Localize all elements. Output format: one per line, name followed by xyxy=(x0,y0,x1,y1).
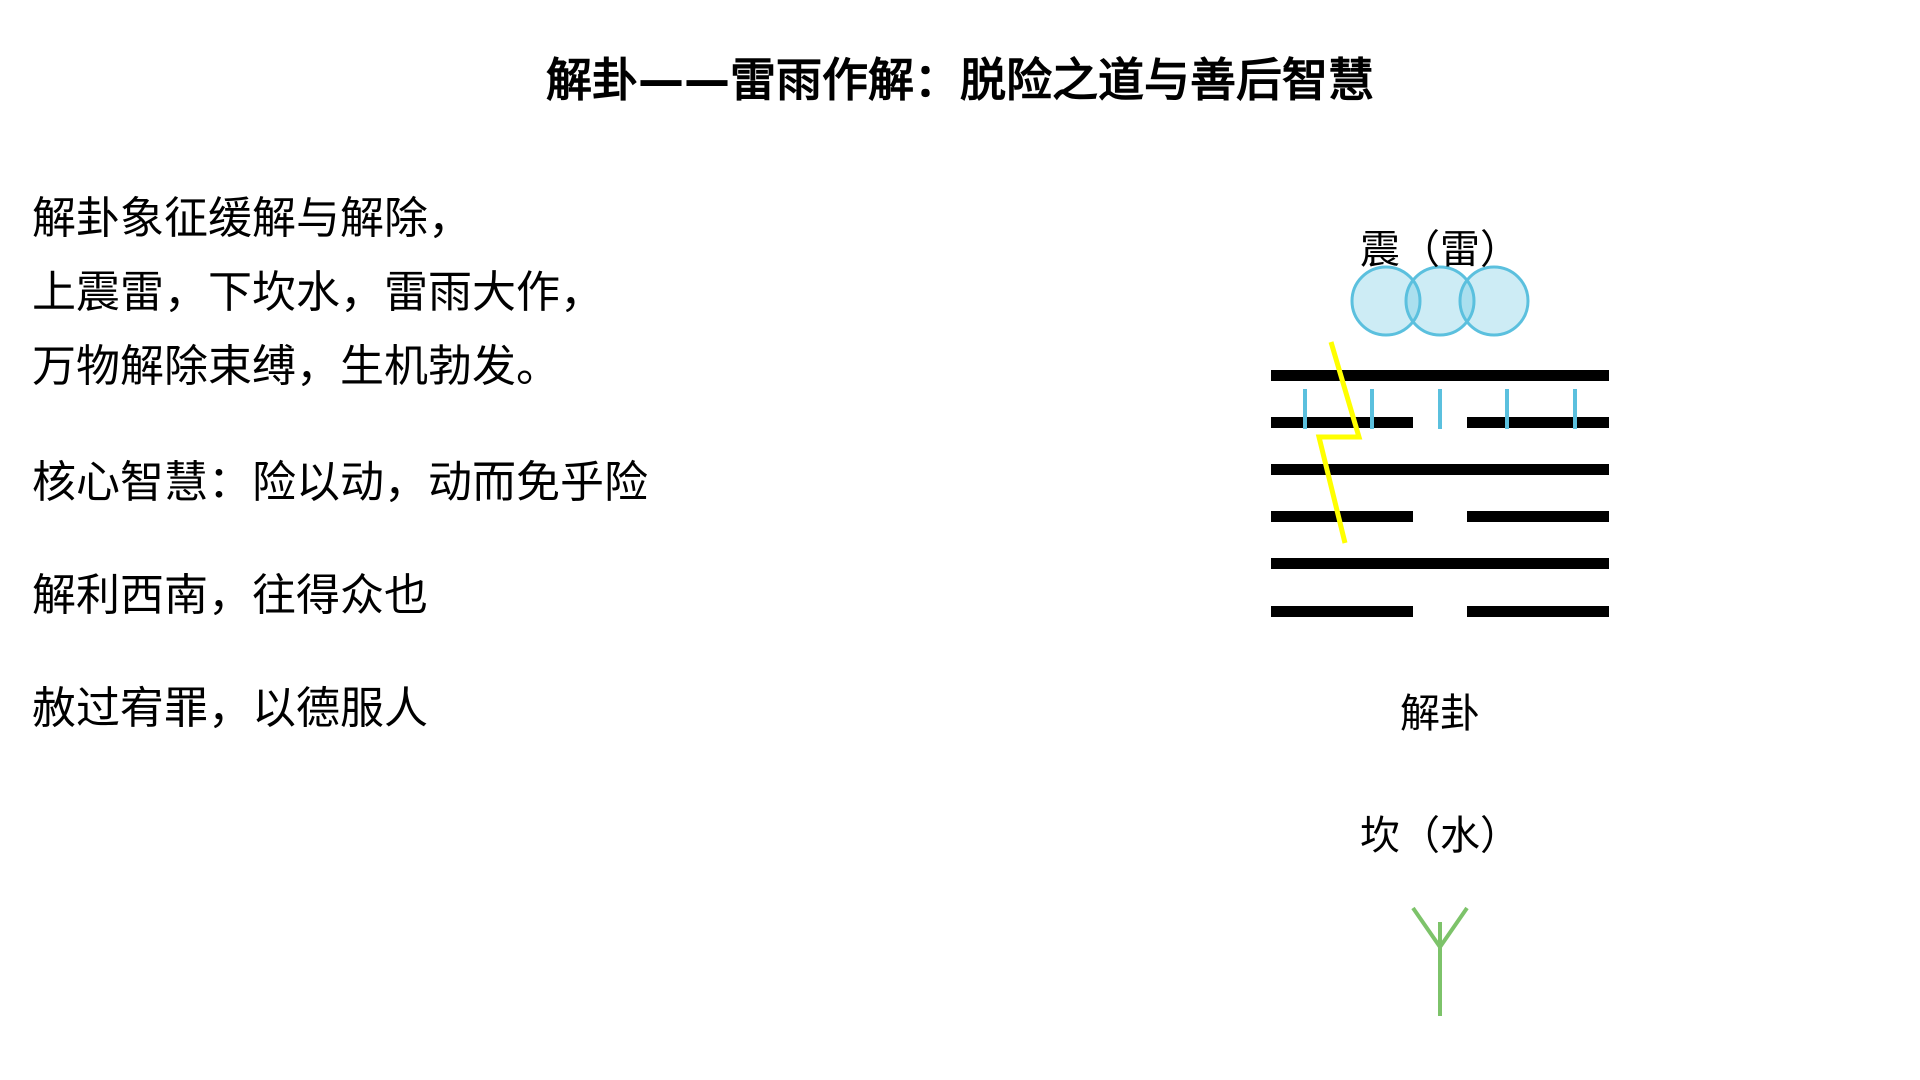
southwest-text: 解利西南，往得众也 xyxy=(32,570,428,621)
pardon-text: 赦过宥罪，以德服人 xyxy=(32,683,428,734)
intro-line: 上震雷，下坎水，雷雨大作， xyxy=(32,267,604,318)
line-6-broken-left xyxy=(1271,606,1413,617)
upper-trigram-label: 震（雷） xyxy=(1360,227,1520,273)
page-title: 解卦——雷雨作解：脱险之道与善后智慧 xyxy=(546,53,1374,107)
cloud-icon xyxy=(1350,265,1530,337)
lower-trigram-label: 坎（水） xyxy=(1360,813,1520,859)
core-wisdom-text: 核心智慧：险以动，动而免乎险 xyxy=(32,457,648,508)
line-1-solid xyxy=(1271,370,1609,381)
line-2-broken-right xyxy=(1467,417,1609,428)
line-4-broken-right xyxy=(1467,511,1609,522)
lightning-icon xyxy=(1315,341,1363,544)
line-6-broken-right xyxy=(1467,606,1609,617)
line-4-broken-left xyxy=(1271,511,1413,522)
sprout-icon xyxy=(1411,906,1469,1016)
intro-line: 解卦象征缓解与解除， xyxy=(32,193,472,244)
line-2-broken-left xyxy=(1271,417,1413,428)
line-3-solid xyxy=(1271,464,1609,475)
hexagram-lines xyxy=(1271,370,1609,617)
line-5-solid xyxy=(1271,558,1609,569)
intro-paragraph: 解卦象征缓解与解除， 上震雷，下坎水，雷雨大作， 万物解除束缚，生机勃发。 xyxy=(32,182,604,404)
hexagram-name-label: 解卦 xyxy=(1400,691,1480,737)
intro-line: 万物解除束缚，生机勃发。 xyxy=(32,341,560,392)
rain-icon xyxy=(1303,389,1577,429)
